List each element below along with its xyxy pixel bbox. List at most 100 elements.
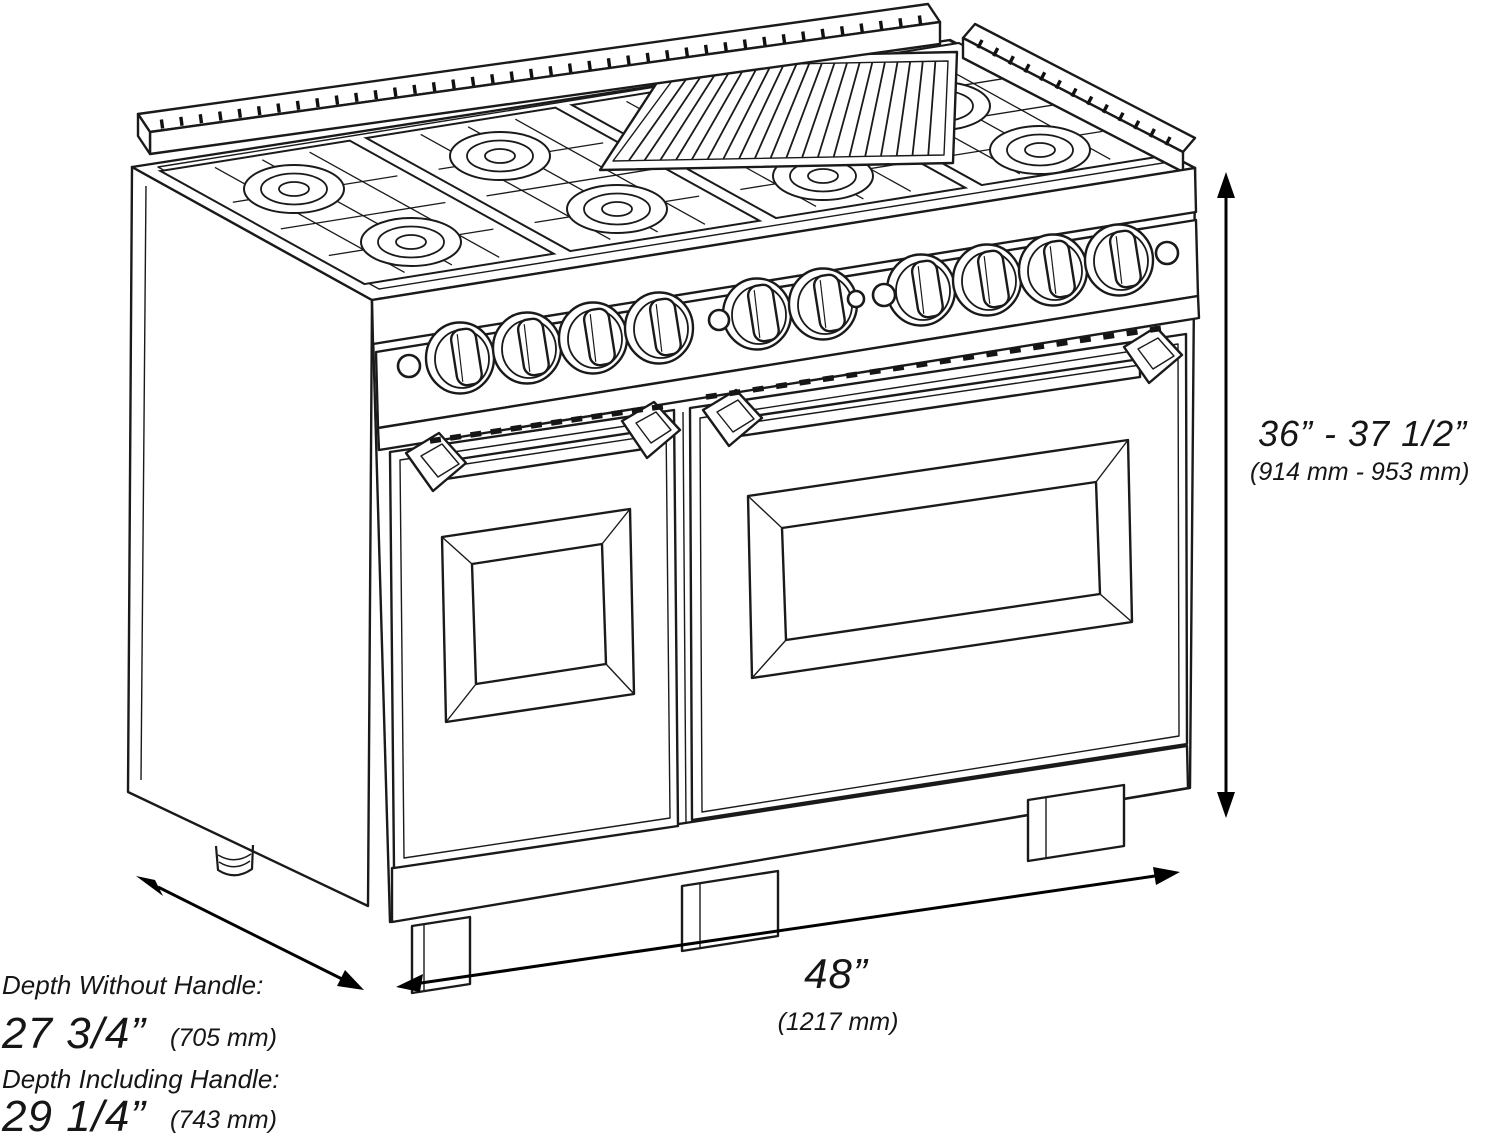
depth-without-handle-value: 27 3/4”: [1, 1009, 147, 1058]
control-knob: [721, 277, 793, 351]
vent-slot: [915, 360, 928, 368]
grill-rib: [911, 61, 924, 156]
vent-slot: [939, 357, 951, 365]
burner: [566, 184, 668, 234]
leveling-foot: [214, 844, 255, 877]
control-knob: [623, 291, 695, 365]
vent-slot: [962, 353, 975, 361]
indicator-light: [1154, 240, 1180, 266]
grill-rib: [691, 64, 747, 161]
vent-slot: [775, 382, 788, 390]
control-knob: [885, 253, 957, 327]
vent-slot: [845, 371, 858, 379]
grill-rib: [848, 62, 874, 157]
vent-slot: [892, 364, 905, 372]
vent-slot: [530, 421, 543, 429]
grill-rib: [675, 64, 735, 161]
vent-slot: [728, 389, 741, 397]
vent-slot: [1032, 343, 1045, 351]
control-panel: [370, 166, 1201, 452]
height-dimension-metric: (914 mm - 953 mm): [1250, 458, 1469, 486]
height-dimension-arrow: [1217, 172, 1235, 818]
indicator-light: [846, 289, 866, 309]
burner: [989, 125, 1091, 175]
burners: [243, 81, 1091, 267]
vent-slot: [510, 424, 523, 432]
control-knob: [491, 311, 563, 385]
vent-slot: [591, 412, 603, 420]
control-knob: [951, 243, 1023, 317]
vent-slot: [1149, 325, 1162, 333]
vent-slot: [1126, 329, 1138, 337]
vent-slots: [159, 15, 1172, 146]
oven-door-right: [682, 325, 1189, 823]
grill-rib: [880, 61, 899, 157]
vent-slot: [449, 433, 462, 441]
foot-right: [1026, 783, 1126, 863]
grill-rib: [738, 63, 785, 160]
oven-handle-left: [404, 400, 682, 493]
vent-slot: [799, 378, 811, 386]
vent-slot: [1079, 336, 1092, 344]
vent-slot: [822, 375, 835, 383]
oven-door-left: [388, 400, 682, 870]
cooktop: [130, 38, 1197, 302]
vent-slot: [631, 406, 644, 414]
grill-rib: [659, 64, 722, 161]
knob-row: [396, 223, 1180, 395]
depth-including-handle-metric: (743 mm): [170, 1106, 277, 1134]
grill-rib: [628, 65, 697, 162]
width-dimension-metric: (1217 mm): [778, 1008, 899, 1036]
height-dimension-label: 36” - 37 1/2”: [1258, 413, 1468, 454]
vent-slot: [869, 367, 881, 376]
grill-rib: [864, 62, 886, 157]
foot-left: [410, 915, 472, 995]
burner: [243, 164, 345, 214]
oven-window-right: [746, 438, 1134, 680]
grill-rib: [817, 62, 848, 158]
foot-center: [680, 869, 780, 953]
door-vent-rows: [429, 325, 1162, 444]
vent-slot: [1102, 332, 1115, 340]
control-knob: [1017, 233, 1089, 307]
grill-rib: [754, 63, 798, 159]
vent-slot: [550, 418, 563, 426]
depth-including-handle-value: 29 1/4”: [1, 1092, 147, 1138]
vent-slot: [469, 430, 482, 438]
vent-slot: [1009, 346, 1022, 354]
grill-plate: [598, 50, 959, 172]
vent-slot: [752, 385, 765, 393]
depth-without-handle-metric: (705 mm): [170, 1024, 277, 1052]
feet: [410, 783, 1126, 995]
control-knob: [787, 267, 859, 341]
grill-rib: [706, 64, 760, 160]
vent-slot: [651, 403, 664, 411]
width-dimension-arrow: [396, 867, 1180, 992]
oven-window-left: [440, 507, 636, 724]
grill-rib: [895, 61, 912, 156]
depth-without-handle-title: Depth Without Handle:: [2, 970, 263, 1000]
indicator-light: [871, 282, 897, 308]
control-knob: [557, 301, 629, 375]
cooktop-fascia: [370, 166, 1198, 346]
vent-slot: [986, 350, 998, 358]
depth-including-handle-title: Depth Including Handle:: [2, 1064, 280, 1094]
base-kickplate: [390, 744, 1190, 924]
control-knob: [424, 321, 496, 395]
indicator-light: [396, 353, 422, 379]
vent-slot: [1056, 339, 1068, 347]
burner: [449, 131, 551, 181]
grill-rib: [769, 63, 811, 159]
grill-rib: [927, 61, 937, 156]
indicator-light: [707, 308, 731, 332]
burner: [360, 217, 462, 267]
grill-rib: [722, 63, 773, 160]
depth-dimension-arrow: [136, 876, 364, 990]
control-knob: [1083, 223, 1155, 297]
oven-handle-right: [701, 325, 1184, 448]
vent-slot: [429, 436, 442, 444]
vent-slot: [490, 427, 502, 435]
grill-rib: [643, 65, 709, 161]
